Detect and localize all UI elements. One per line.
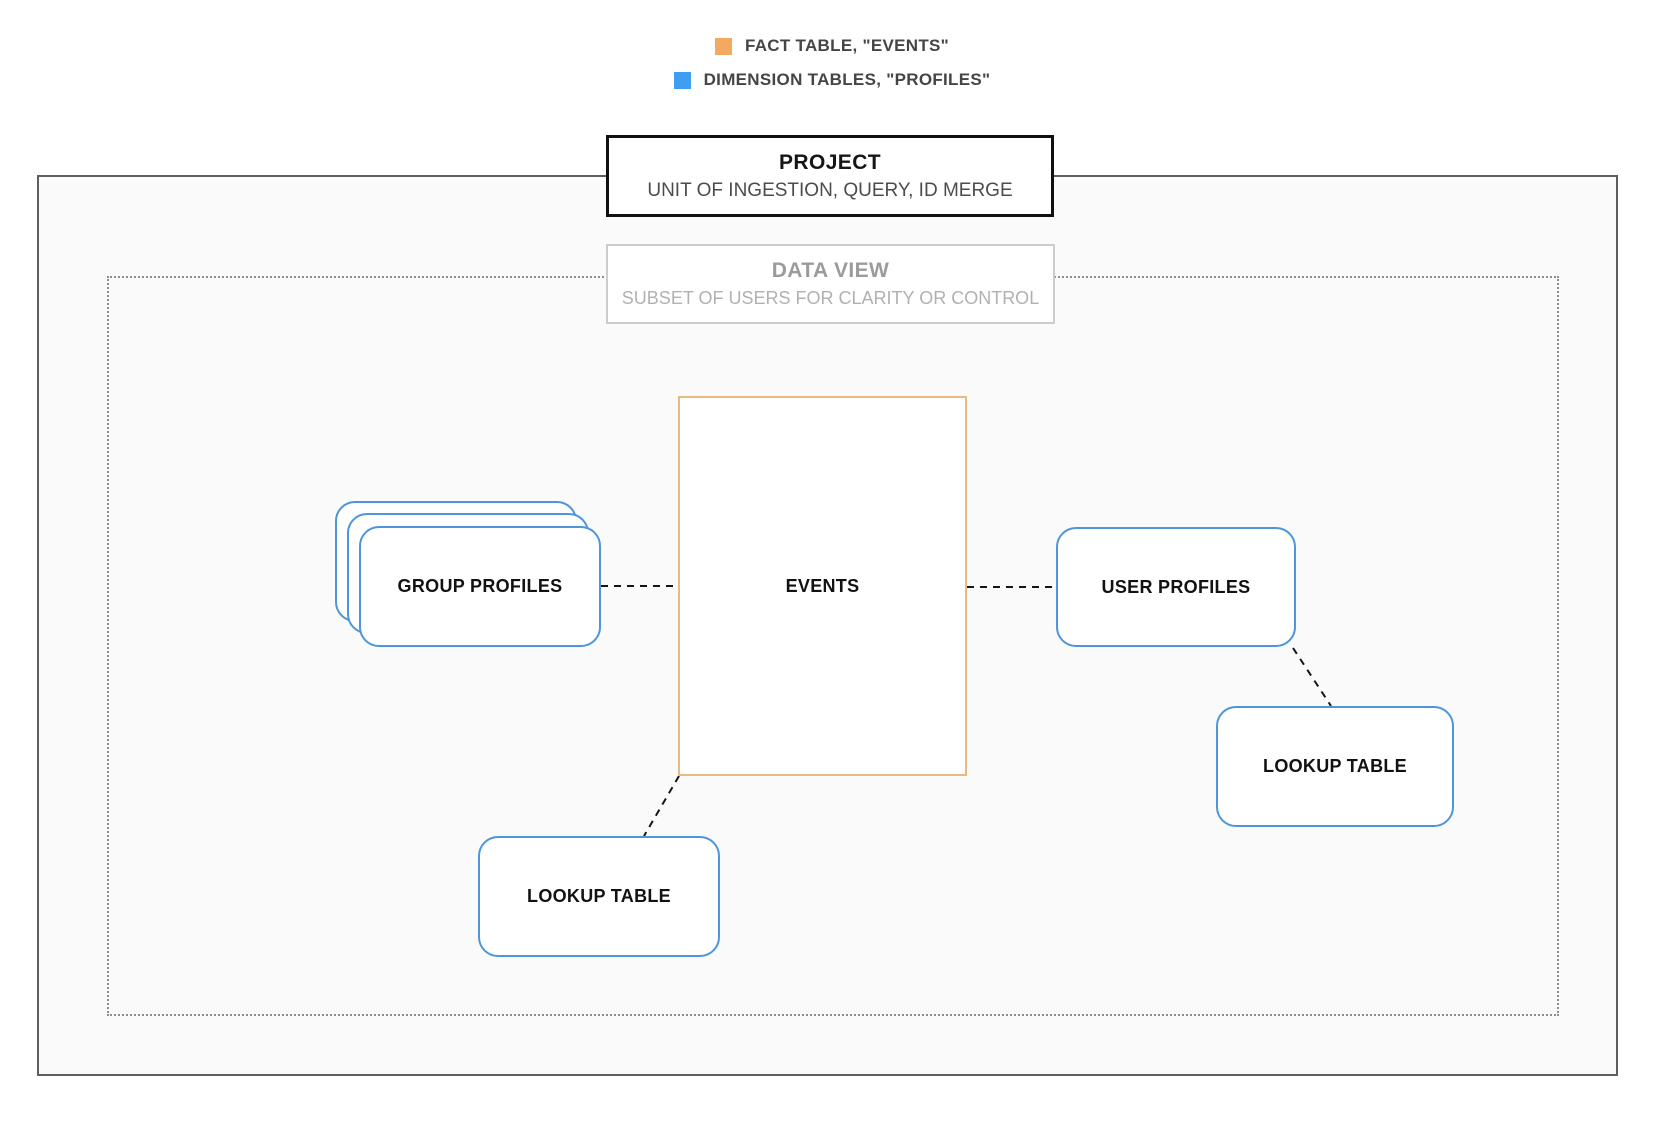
data-view-subtitle: SUBSET OF USERS FOR CLARITY OR CONTROL (621, 288, 1040, 308)
node-events: EVENTS (678, 396, 967, 776)
node-events-label: EVENTS (785, 575, 860, 596)
legend-label-fact-table: FACT TABLE, "EVENTS" (744, 36, 950, 55)
node-group-profiles-label: GROUP PROFILES (397, 576, 563, 596)
node-user-profiles-label: USER PROFILES (1101, 576, 1251, 597)
project-subtitle: UNIT OF INGESTION, QUERY, ID MERGE (647, 179, 1013, 201)
legend-label-dimension-tables: DIMENSION TABLES, "PROFILES" (703, 70, 991, 89)
legend: FACT TABLE, "EVENTS" DIMENSION TABLES, "… (0, 36, 1664, 90)
legend-item-fact-table: FACT TABLE, "EVENTS" (714, 36, 950, 56)
node-lookup-table-left: LOOKUP TABLE (478, 836, 720, 957)
project-label-box: PROJECT UNIT OF INGESTION, QUERY, ID MER… (606, 135, 1054, 217)
data-view-label-box: DATA VIEW SUBSET OF USERS FOR CLARITY OR… (606, 244, 1055, 324)
legend-item-dimension-tables: DIMENSION TABLES, "PROFILES" (673, 70, 991, 90)
node-user-profiles: USER PROFILES (1056, 527, 1296, 647)
node-group-profiles: GROUP PROFILES (359, 526, 601, 647)
node-lookup-table-right-label: LOOKUP TABLE (1263, 756, 1407, 776)
node-lookup-table-left-label: LOOKUP TABLE (527, 886, 671, 906)
node-lookup-table-right: LOOKUP TABLE (1216, 706, 1454, 827)
project-title: PROJECT (779, 150, 881, 174)
dimension-tables-swatch-icon (673, 71, 691, 89)
data-view-title: DATA VIEW (771, 259, 890, 282)
fact-table-swatch-icon (714, 37, 732, 55)
